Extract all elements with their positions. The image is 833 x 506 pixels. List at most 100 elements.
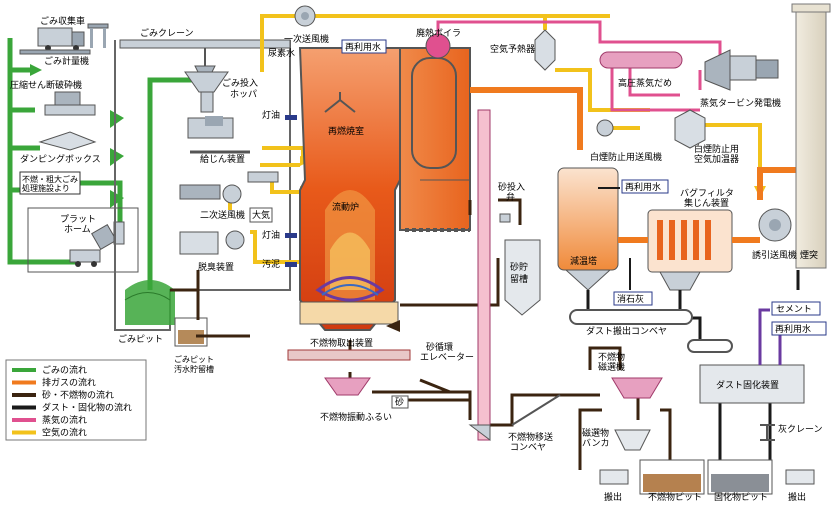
garbage-pit xyxy=(114,40,291,331)
legend-label-4: 蒸気の流れ xyxy=(42,414,87,426)
label-sand-valve-1: 砂投入 xyxy=(498,181,525,193)
label-secondary-fan: 二次送風機 xyxy=(200,209,245,221)
label-feeder: 給じん装置 xyxy=(200,153,245,165)
waste-heat-boiler xyxy=(399,33,471,232)
crusher xyxy=(44,91,96,116)
ash-crane xyxy=(760,424,775,441)
hp-steam-drum xyxy=(599,51,683,69)
label-nonburn-1: 不燃・粗大ごみ xyxy=(22,174,78,184)
trucks xyxy=(599,469,815,485)
dust-solidifier xyxy=(699,364,805,404)
label-smoke-fan: 白煙防止用送風機 xyxy=(590,151,662,163)
nonburn-source-box xyxy=(19,171,81,195)
sewage-tank xyxy=(174,317,208,347)
label-chimney: 煙突 xyxy=(800,249,818,261)
garbage-truck xyxy=(37,27,85,51)
label-sand-valve-2: 弁 xyxy=(506,191,515,203)
induced-fan xyxy=(758,208,792,242)
smoke-prevention-heater xyxy=(674,109,706,149)
air-preheater xyxy=(534,29,556,71)
vibration-screen xyxy=(324,377,371,396)
weigh-station xyxy=(87,23,109,48)
label-out-right: 搬出 xyxy=(788,491,806,503)
label-magnetic-bunker-2: バンカ xyxy=(582,438,609,449)
primary-fan xyxy=(294,5,316,27)
legend-label-1: 排ガスの流れ xyxy=(42,377,96,389)
scale xyxy=(19,49,91,55)
equipment-labels: ごみ収集車 ごみ計量機 圧縮せん断破砕機 ダンピングボックス 不燃・粗大ごみ 処… xyxy=(10,15,827,503)
deodorizer xyxy=(179,207,273,255)
label-sewage-2: 汚水貯留槽 xyxy=(174,364,214,374)
flue-gas-ducts xyxy=(618,167,800,243)
label-nonburn-conveyor-1: 不燃物移送 xyxy=(508,431,553,443)
label-scale: ごみ計量機 xyxy=(44,55,89,67)
label-reuse-water-mid: 再利用水 xyxy=(625,181,661,193)
label-mag-sep-1: 不燃物 xyxy=(598,351,625,363)
label-sand-tank-2: 留槽 xyxy=(510,273,528,285)
label-waste-boiler: 廃熱ボイラ xyxy=(416,27,461,39)
label-sand-elevator-1: 砂循環 xyxy=(426,341,453,353)
label-garbage-truck: ごみ収集車 xyxy=(40,15,85,27)
sand-arrows xyxy=(386,320,400,332)
reburn-splitter xyxy=(324,92,356,113)
label-hopper-1: ごみ投入 xyxy=(222,77,258,89)
label-urea: 尿素水 xyxy=(268,47,295,59)
label-hopper-2: ホッパ xyxy=(230,89,257,100)
label-air-preheater: 空気予熱器 xyxy=(490,43,535,55)
label-sewage-1: ごみピット xyxy=(174,354,214,364)
chimney xyxy=(791,3,831,269)
label-dumping-box: ダンピングボックス xyxy=(20,153,101,165)
legend-label-0: ごみの流れ xyxy=(42,364,87,376)
label-dust-conveyor: ダスト搬出コンベヤ xyxy=(586,325,667,337)
cement-water-input xyxy=(758,308,790,365)
pits xyxy=(639,459,773,495)
label-kerosene-1: 灯油 xyxy=(262,109,280,121)
sand-storage-tank xyxy=(504,239,541,316)
furnace xyxy=(298,47,401,331)
label-primary-fan: 一次送風機 xyxy=(284,33,329,45)
sand-feed-valve xyxy=(499,213,511,223)
label-reuse-water-top: 再利用水 xyxy=(345,41,381,53)
magnetic-separator xyxy=(611,377,663,399)
label-mag-sep-2: 磁選機 xyxy=(598,361,625,373)
secondary-fan xyxy=(179,171,279,204)
feeder xyxy=(187,116,250,154)
label-nonburn-pit: 不燃物ピット xyxy=(648,491,702,503)
label-bag-filter-2: 集じん装置 xyxy=(684,197,729,209)
label-smoke-heater-2: 空気加温器 xyxy=(694,153,739,165)
dumping-box xyxy=(38,131,97,151)
label-nonburn-conveyor-2: コンベヤ xyxy=(510,443,546,453)
label-solid-pit: 固化物ピット xyxy=(714,491,768,503)
nonburn-transfer-conveyor xyxy=(511,394,561,426)
label-deodorizer: 脱臭装置 xyxy=(198,261,234,273)
turbine-generator xyxy=(704,49,779,91)
furnace-burner-arrows xyxy=(285,115,297,267)
platform xyxy=(27,207,139,273)
label-dust-solidifier: ダスト固化装置 xyxy=(716,379,779,391)
label-nonburn-2: 処理施設より xyxy=(22,183,70,193)
slaked-lime-input xyxy=(598,187,631,290)
nonburn-extractor xyxy=(287,349,411,361)
label-platform-1: プラット xyxy=(60,214,96,225)
label-cooling-tower: 減温塔 xyxy=(570,255,597,267)
boiler-exhaust-duct xyxy=(470,87,583,150)
crane-rail xyxy=(119,39,291,77)
label-nonburn-extract: 不燃物取出装置 xyxy=(310,337,373,349)
label-smoke-heater-1: 白煙防止用 xyxy=(694,143,739,155)
legend-label-5: 空気の流れ xyxy=(42,427,87,439)
legend-label-2: 砂・不燃物の流れ xyxy=(42,389,114,401)
label-kerosene-2: 灯油 xyxy=(262,229,280,241)
label-platform-2: ホーム xyxy=(64,224,91,235)
label-crusher: 圧縮せん断破砕機 xyxy=(10,79,82,91)
label-reburn: 再燃焼室 xyxy=(328,125,364,137)
label-cement: セメント xyxy=(776,304,812,315)
label-turbine: 蒸気タービン発電機 xyxy=(700,97,781,109)
legend-label-3: ダスト・固化物の流れ xyxy=(42,402,132,414)
label-sludge: 汚泥 xyxy=(262,258,280,270)
smoke-prevention-fan xyxy=(596,119,614,137)
label-pit: ごみピット xyxy=(118,333,163,345)
label-magnetic-bunker-1: 磁選物 xyxy=(582,427,609,439)
